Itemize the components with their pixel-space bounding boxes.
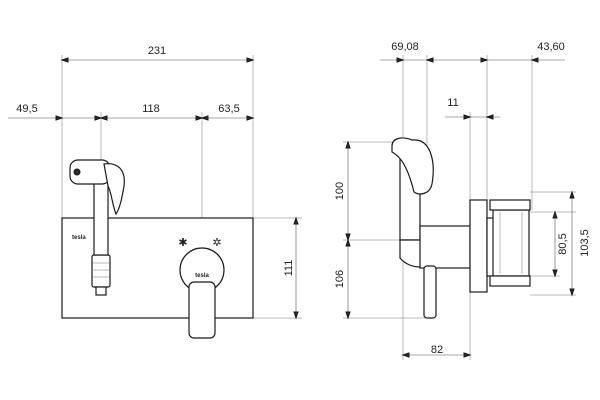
arrow-head — [530, 57, 539, 63]
spray-nozzle — [73, 168, 81, 176]
arrow-head — [246, 57, 255, 63]
dim-projection-left: 69,08 — [391, 41, 419, 53]
arrow-head — [569, 288, 575, 297]
arrow-head — [396, 57, 405, 63]
box-rim-bottom — [489, 275, 531, 287]
arrow-head — [552, 210, 558, 219]
mixer-lever-side — [423, 265, 437, 319]
handset-stem — [93, 181, 109, 256]
dim-plate-thickness: 11 — [447, 97, 458, 109]
dim-lower-height: 106 — [334, 270, 346, 288]
dim-plate-height: 111 — [283, 260, 295, 277]
arrow-head — [195, 115, 204, 121]
handle-logo: tesla — [195, 273, 209, 279]
arrow-head — [60, 57, 69, 63]
mixer-lever — [188, 281, 216, 339]
wall-plate-side — [469, 199, 488, 293]
dim-body-depth: 82 — [431, 344, 443, 356]
arrow-head — [345, 238, 351, 247]
arrow-head — [463, 114, 472, 120]
dim-upper-height: 100 — [334, 182, 346, 200]
escutcheon-side — [419, 225, 471, 269]
dim-overall-width: 231 — [148, 45, 166, 57]
box-rim-top — [489, 199, 531, 211]
mounting-box-side — [492, 209, 530, 277]
arrow-head — [485, 114, 494, 120]
arrow-head — [463, 352, 472, 358]
arrow-head — [99, 115, 108, 121]
dim-projection-right: 43,60 — [537, 41, 565, 53]
arrow-head — [569, 190, 575, 199]
cold-symbol-icon: ✱ — [178, 237, 187, 249]
dim-box-inner: 80,5 — [557, 233, 569, 254]
dim-box-outer: 103,5 — [579, 229, 591, 257]
arrow-head — [200, 115, 209, 121]
arrow-head — [345, 140, 351, 149]
arrow-head — [425, 57, 434, 63]
arrow-head — [401, 352, 410, 358]
hose-connector — [91, 254, 111, 288]
arrow-head — [345, 233, 351, 242]
dim-center-spacing: 118 — [142, 103, 160, 115]
dim-left-offset: 49,5 — [16, 103, 37, 115]
arrow-head — [345, 311, 351, 320]
plate-logo: tesla — [72, 235, 86, 241]
arrow-head — [55, 115, 64, 121]
hot-symbol-icon: ✲ — [212, 237, 221, 249]
arrow-head — [246, 115, 255, 121]
arrow-head — [552, 269, 558, 278]
handset-trigger — [103, 163, 125, 216]
hose-nut — [95, 286, 107, 296]
arrow-head — [480, 57, 489, 63]
front-view: 231 49,5 118 63,5 111 tesla ✱ ✲ — [8, 45, 302, 339]
arrow-head — [94, 115, 103, 121]
arrow-head — [293, 311, 299, 320]
side-view: 69,08 43,60 11 100 106 82 80,5 103,5 — [334, 41, 591, 360]
dim-right-offset: 63,5 — [218, 103, 239, 115]
arrow-head — [293, 216, 299, 225]
handset-trigger-side — [391, 137, 434, 195]
